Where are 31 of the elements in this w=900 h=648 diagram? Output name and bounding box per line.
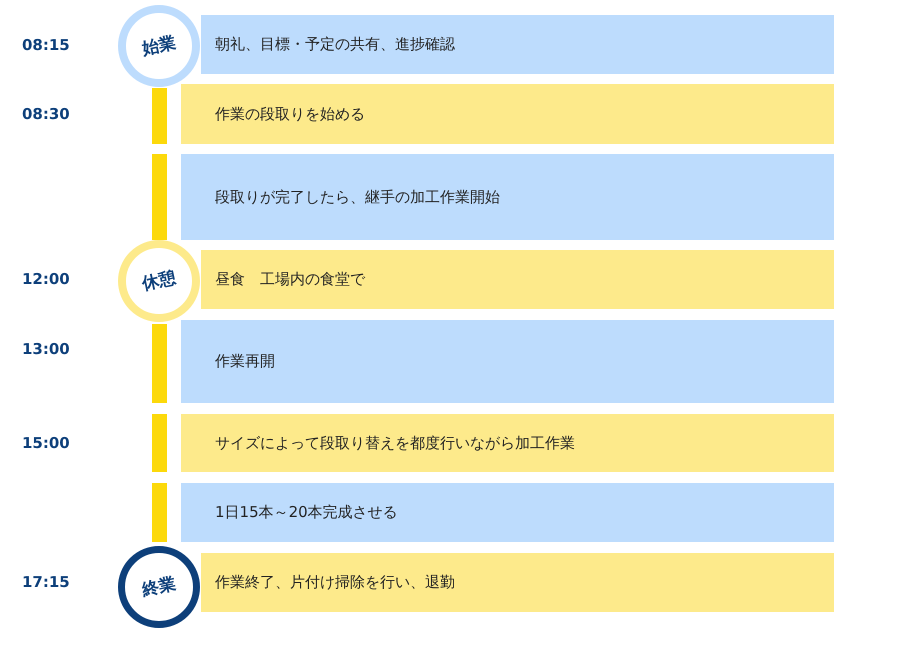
time-label: 13:00: [22, 339, 70, 359]
schedule-band: [181, 84, 834, 144]
task-text: 作業終了、片付け掃除を行い、退勤: [215, 573, 455, 592]
schedule-band: [181, 154, 834, 240]
time-label: 08:15: [22, 35, 70, 55]
schedule-band: [181, 483, 834, 542]
schedule-band: [201, 250, 834, 309]
time-label: 08:30: [22, 104, 70, 124]
schedule-band: [181, 414, 834, 472]
timeline-bar: [152, 483, 167, 542]
time-label: 17:15: [22, 572, 70, 592]
time-label: 12:00: [22, 269, 70, 289]
schedule-band: [201, 15, 834, 74]
task-text: 作業再開: [215, 352, 275, 371]
milestone-label: 終業: [140, 574, 178, 600]
timeline-bar: [152, 324, 167, 403]
time-label: 15:00: [22, 433, 70, 453]
task-text: 作業の段取りを始める: [215, 104, 365, 124]
task-text: 段取りが完了したら、継手の加工作業開始: [215, 188, 500, 206]
milestone-label: 休憩: [140, 268, 178, 294]
timeline-bar: [152, 414, 167, 472]
task-text: 1日15本～20本完成させる: [215, 503, 398, 522]
timeline-bar: [152, 154, 167, 240]
task-text: サイズによって段取り替えを都度行いながら加工作業: [215, 434, 575, 452]
schedule-band: [181, 320, 834, 403]
timeline-bar: [152, 88, 167, 144]
milestone-label: 始業: [140, 32, 178, 60]
milestone-circle: [118, 240, 200, 322]
task-text: 朝礼、目標・予定の共有、進捗確認: [215, 35, 455, 54]
schedule-band: [201, 553, 834, 612]
task-text: 昼食 工場内の食堂で: [215, 270, 365, 289]
